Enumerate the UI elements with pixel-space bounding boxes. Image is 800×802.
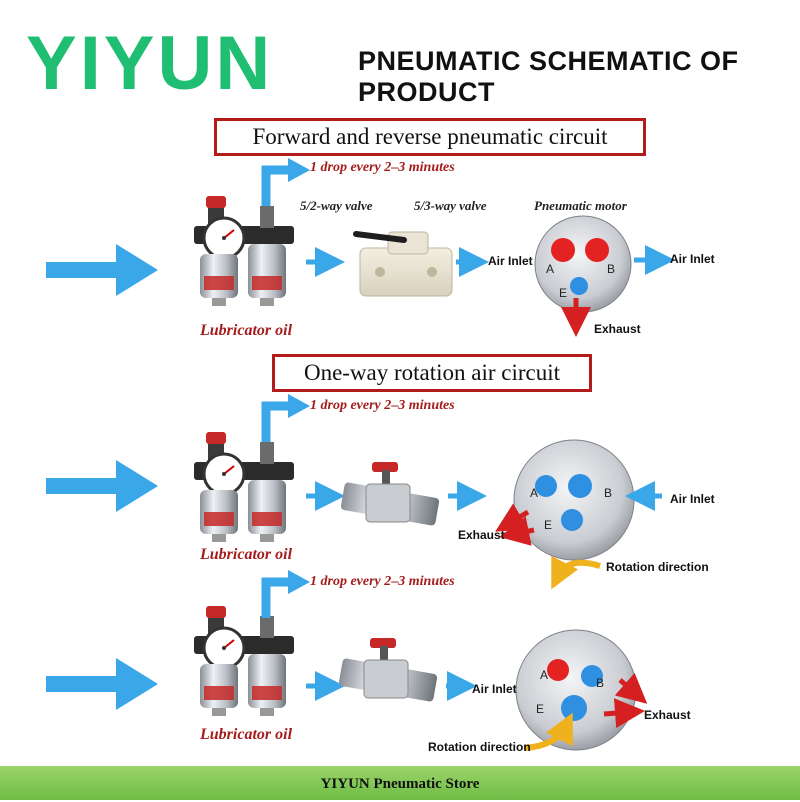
port-b-3: B: [596, 676, 605, 690]
section-title-forward-reverse: Forward and reverse pneumatic circuit: [214, 118, 646, 156]
big-air-arrow-3: [46, 658, 158, 710]
frl-unit-icon: [194, 196, 294, 306]
oil-drop-arrow-3: [261, 577, 292, 618]
rotation-label-3: Rotation direction: [428, 740, 531, 754]
port-a-2: A: [530, 486, 539, 500]
exhaust-label-1: Exhaust: [594, 322, 641, 336]
big-air-arrow-1: [46, 244, 158, 296]
footer-banner: YIYUN Pneumatic Store: [0, 766, 800, 800]
exhaust-label-3: Exhaust: [644, 708, 691, 722]
port-a-3: A: [540, 668, 549, 682]
exhaust-label-2: Exhaust: [458, 528, 505, 542]
rotation-label-2: Rotation direction: [606, 560, 709, 574]
port-b-1: B: [607, 262, 616, 276]
page-title: PNEUMATIC SCHEMATIC OF PRODUCT: [358, 46, 739, 107]
frl-unit-icon: [194, 432, 294, 542]
drop-note-2: 1 drop every 2–3 minutes: [310, 398, 455, 413]
air-inlet-label-2: Air Inlet: [670, 492, 715, 506]
motor-label: Pneumatic motor: [534, 198, 627, 213]
port-e-3: E: [536, 702, 545, 716]
port-b-2: B: [604, 486, 613, 500]
lubricator-label-3: Lubricator oil: [200, 726, 293, 743]
lubricator-label-1: Lubricator oil: [200, 322, 293, 339]
air-inlet-label-1b: Air Inlet: [670, 252, 715, 266]
brand-logo: YIYUN: [26, 21, 274, 106]
drop-note-3: 1 drop every 2–3 minutes: [310, 574, 455, 589]
air-inlet-label-3: Air Inlet: [472, 682, 517, 696]
port-a-1: A: [546, 262, 555, 276]
hand-lever-valve-icon: [353, 231, 453, 297]
big-air-arrow-2: [46, 460, 158, 512]
oil-drop-arrow-2: [261, 401, 292, 442]
air-motor-icon: [515, 629, 637, 751]
inline-valve-icon: [338, 638, 438, 702]
air-inlet-label-1a: Air Inlet: [488, 254, 533, 268]
drop-note-1: 1 drop every 2–3 minutes: [310, 160, 455, 175]
port-e-2: E: [544, 518, 553, 532]
valve-53-label: 5/3-way valve: [414, 198, 487, 213]
frl-unit-icon: [194, 606, 294, 716]
air-motor-icon: [534, 215, 632, 313]
air-motor-icon: [513, 439, 635, 561]
section-title-one-way: One-way rotation air circuit: [272, 354, 592, 392]
inline-valve-icon: [340, 462, 440, 526]
port-e-1: E: [559, 286, 568, 300]
lubricator-label-2: Lubricator oil: [200, 546, 293, 563]
oil-drop-arrow-1: [261, 165, 292, 206]
valve-52-label: 5/2-way valve: [300, 198, 373, 213]
